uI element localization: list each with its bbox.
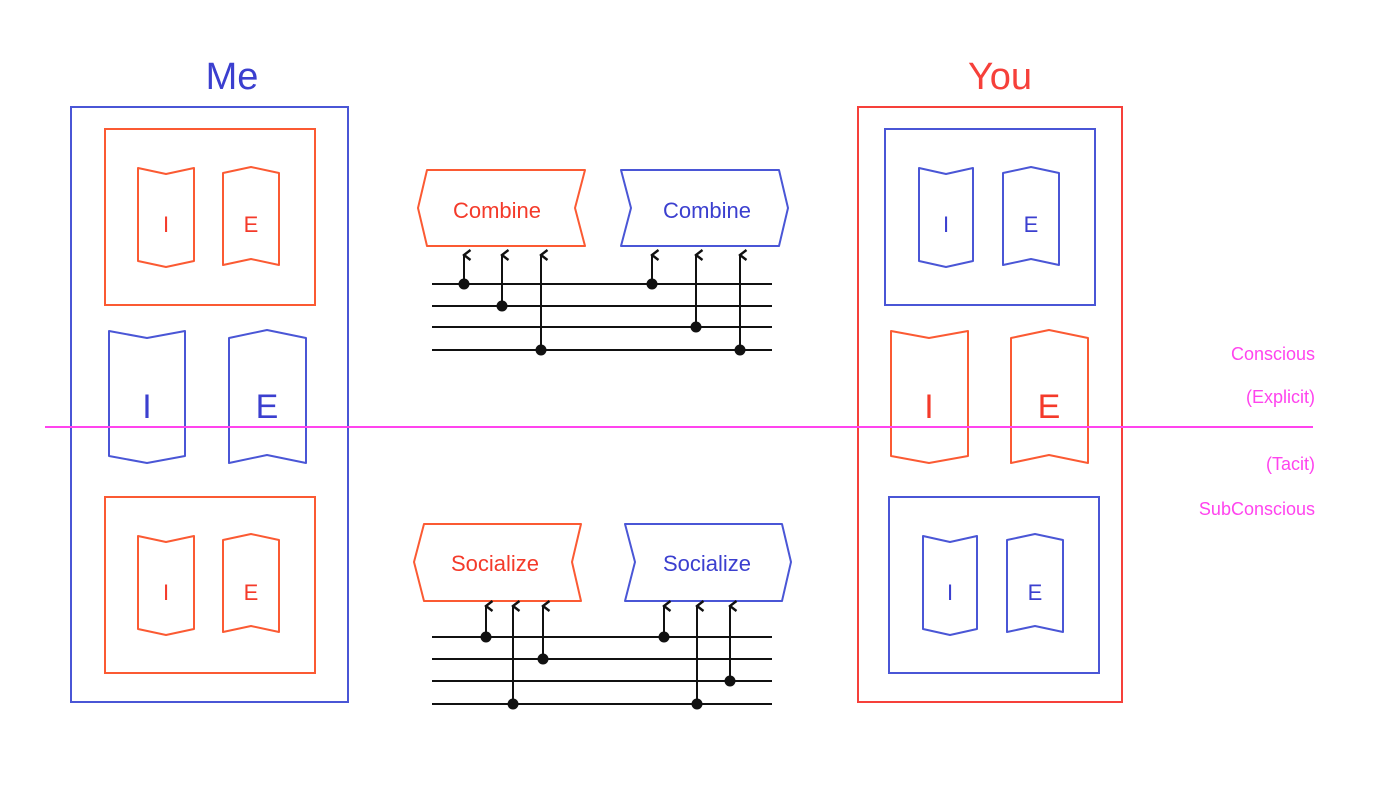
me-lower-box xyxy=(104,496,316,674)
socialize-bus xyxy=(432,606,772,710)
me-upper-internal-shape xyxy=(137,167,195,268)
me-upper-internal-label: I xyxy=(163,212,169,237)
you-upper-external-label: E xyxy=(1024,212,1039,237)
combine-me-tag xyxy=(417,169,586,247)
you-upper-external-shape xyxy=(1002,166,1060,266)
socialize-me-tag xyxy=(413,523,582,602)
connection-dot xyxy=(537,653,549,665)
me-middle-external-shape xyxy=(228,329,307,464)
you-lower-internal-shape xyxy=(922,535,978,636)
you-lower-internal-label: I xyxy=(947,580,953,605)
you-middle-internal-label: I xyxy=(924,388,933,426)
connection-dot xyxy=(507,698,519,710)
you-middle-external-shape xyxy=(1010,329,1089,464)
socialize-me-label: Socialize xyxy=(451,551,539,576)
me-middle-internal-shape xyxy=(108,330,186,464)
you-upper-internal-label: I xyxy=(943,212,949,237)
tacit-label: (Tacit) xyxy=(1266,454,1315,474)
subconscious-label: SubConscious xyxy=(1199,499,1315,519)
you-title: You xyxy=(968,56,1032,98)
me-lower-internal-label: I xyxy=(163,580,169,605)
connection-dot xyxy=(658,631,670,643)
you-middle-external-label: E xyxy=(1038,388,1061,426)
me-middle-internal-label: I xyxy=(142,388,151,426)
conscious-label: Conscious xyxy=(1231,344,1315,364)
socialize-you-label: Socialize xyxy=(663,551,751,576)
me-upper-box xyxy=(104,128,316,306)
me-lower-external-shape xyxy=(222,533,280,633)
combine-me-label: Combine xyxy=(453,198,541,223)
you-upper-box xyxy=(884,128,1096,306)
me-upper-external-shape xyxy=(222,166,280,266)
me-upper-external-label: E xyxy=(244,212,259,237)
connection-dot xyxy=(690,321,702,333)
me-middle-external-label: E xyxy=(256,388,279,426)
connection-dot xyxy=(458,278,470,290)
combine-you-label: Combine xyxy=(663,198,751,223)
me-outer-box xyxy=(70,106,349,703)
you-lower-external-shape xyxy=(1006,533,1064,633)
connection-dot xyxy=(691,698,703,710)
you-lower-external-label: E xyxy=(1028,580,1043,605)
combine-you-tag xyxy=(620,169,789,247)
connection-dot xyxy=(646,278,658,290)
connection-dot xyxy=(734,344,746,356)
explicit-label: (Explicit) xyxy=(1246,387,1315,407)
me-lower-external-label: E xyxy=(244,580,259,605)
me-lower-internal-shape xyxy=(137,535,195,636)
you-middle-internal-shape xyxy=(890,330,969,464)
connection-dot xyxy=(496,300,508,312)
socialize-you-tag xyxy=(624,523,792,602)
you-upper-internal-shape xyxy=(918,167,974,268)
connection-dot xyxy=(480,631,492,643)
you-lower-box xyxy=(888,496,1100,674)
connection-dot xyxy=(724,675,736,687)
connection-dot xyxy=(535,344,547,356)
combine-bus xyxy=(432,255,772,356)
you-outer-box xyxy=(857,106,1123,703)
me-title: Me xyxy=(206,56,259,98)
